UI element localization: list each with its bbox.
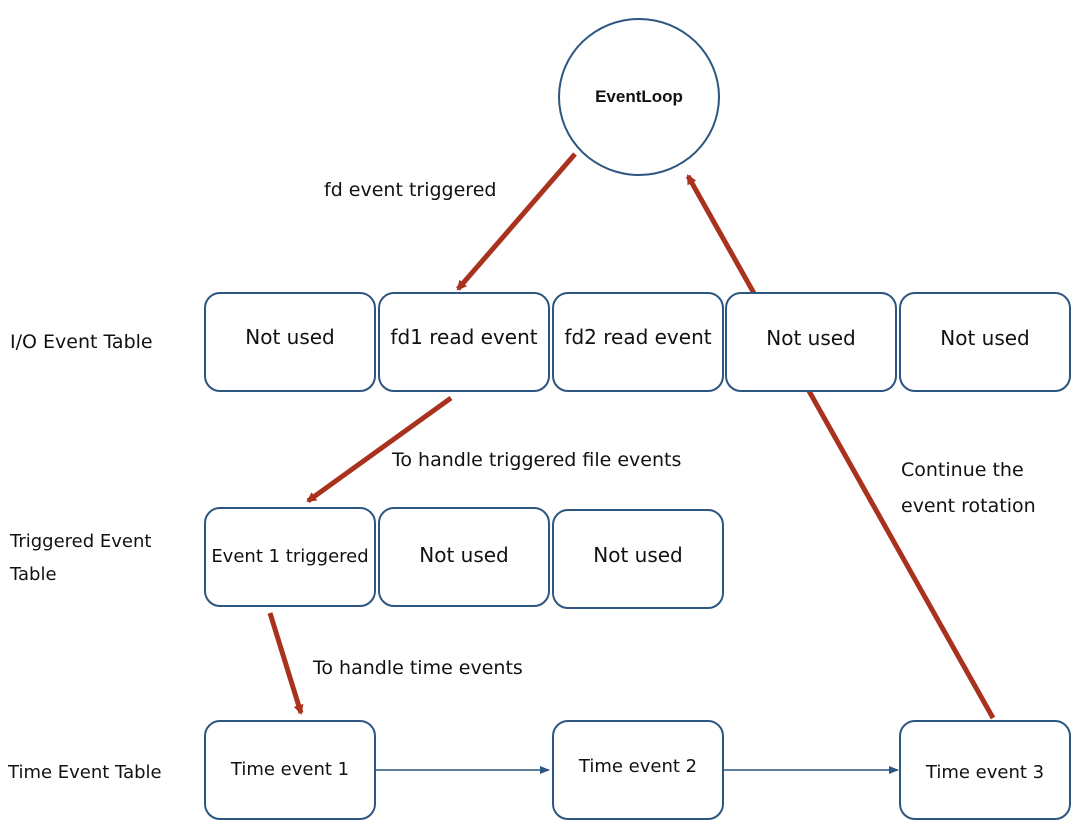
arrow-eventloop-to-fd1 bbox=[456, 152, 577, 291]
io-slot-1: Not used bbox=[204, 292, 376, 392]
io-slot-4-label: Not used bbox=[766, 326, 856, 350]
eventloop-label: EventLoop bbox=[595, 87, 683, 106]
io-slot-3: fd2 read event bbox=[552, 292, 724, 392]
io-slot-2-label: fd1 read event bbox=[390, 325, 538, 349]
triggered-slot-2-label: Not used bbox=[419, 543, 509, 567]
time-event-1: Time event 1 bbox=[204, 720, 376, 820]
annotation-continue-line2: event rotation bbox=[901, 495, 1036, 517]
io-table-label: I/O Event Table bbox=[10, 331, 153, 353]
arrow-time3-to-eventloop bbox=[685, 174, 996, 720]
io-slot-4: Not used bbox=[725, 292, 897, 392]
io-slot-5: Not used bbox=[899, 292, 1071, 392]
eventloop-node: EventLoop bbox=[558, 18, 720, 176]
io-slot-5-label: Not used bbox=[940, 326, 1030, 350]
time-event-2: Time event 2 bbox=[552, 720, 724, 820]
time-event-1-label: Time event 1 bbox=[230, 758, 350, 780]
arrow-triggered-to-time1 bbox=[267, 612, 304, 715]
time-table-label: Time Event Table bbox=[8, 762, 162, 783]
triggered-table-label-line2: Table bbox=[10, 564, 57, 585]
time-event-3-label: Time event 3 bbox=[925, 761, 1045, 783]
io-slot-2: fd1 read event bbox=[378, 292, 550, 392]
annotation-fd-event: fd event triggered bbox=[324, 179, 497, 201]
annotation-continue-line1: Continue the bbox=[901, 459, 1024, 481]
triggered-slot-1-label: Event 1 triggered bbox=[211, 545, 369, 567]
time-event-2-label: Time event 2 bbox=[578, 755, 698, 777]
triggered-slot-3: Not used bbox=[552, 509, 724, 609]
arrow-fd1-to-triggered bbox=[306, 395, 453, 504]
annotation-handle-file-events: To handle triggered file events bbox=[392, 449, 682, 471]
triggered-table-label-line1: Triggered Event bbox=[10, 531, 152, 552]
io-slot-3-label: fd2 read event bbox=[564, 325, 712, 349]
time-event-3: Time event 3 bbox=[899, 720, 1071, 820]
triggered-slot-1: Event 1 triggered bbox=[204, 507, 376, 607]
triggered-slot-2: Not used bbox=[378, 507, 550, 607]
io-slot-1-label: Not used bbox=[245, 325, 335, 349]
annotation-handle-time-events: To handle time events bbox=[313, 657, 523, 679]
triggered-slot-3-label: Not used bbox=[593, 543, 683, 567]
